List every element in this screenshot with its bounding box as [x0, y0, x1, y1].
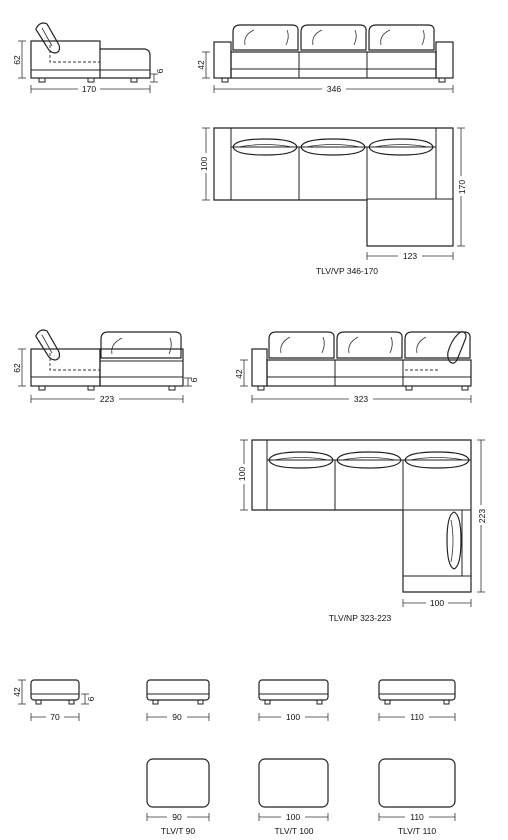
model1-side-height-label: 62	[12, 55, 22, 65]
footstool-90-plan-width-label: 90	[172, 812, 182, 822]
model2-front-view: 42 323	[234, 331, 472, 404]
footstool-100-name: TLV/T 100	[275, 826, 314, 836]
model2-side-width-label: 223	[100, 394, 114, 404]
footstool-100-front-width-label: 100	[286, 712, 300, 722]
model2-front-width-label: 323	[354, 394, 368, 404]
footstool-110-front-width-label: 110	[410, 712, 424, 722]
model1-plan-depth-label: 100	[199, 157, 209, 171]
footstool-90-front-width-label: 90	[172, 712, 182, 722]
model1-plan-chaise-label: 123	[403, 251, 417, 261]
model2-plan-chaise-label: 100	[430, 598, 444, 608]
model2-side-view: 62 6 223	[12, 329, 199, 404]
model1-plan-view: 100 170 123	[199, 127, 468, 261]
footstool-90: 90 90 TLV/T 90	[146, 679, 210, 836]
model2-plan-height-label: 223	[477, 509, 487, 523]
footstool-100: 100 100 TLV/T 100	[258, 679, 329, 836]
model1-plan-height-label: 170	[457, 180, 467, 194]
model1-front-view: 42 346	[196, 24, 454, 94]
model2-front-height-label: 42	[234, 369, 244, 379]
footstool-110: 110 110 TLV/T 110	[378, 679, 456, 836]
footstool-110-name: TLV/T 110	[398, 826, 437, 836]
footstool-small-foot-label: 6	[86, 696, 96, 701]
model2-plan-depth-label: 100	[237, 467, 247, 481]
model1-name: TLV/VP 346-170	[316, 266, 378, 276]
model1-front-width-label: 346	[327, 84, 341, 94]
model1-front-height-label: 42	[196, 60, 206, 70]
model2-foot-height-label: 6	[189, 377, 199, 382]
footstool-small: 42 6 70	[12, 679, 96, 722]
footstool-small-height-label: 42	[12, 687, 22, 697]
model1-side-view: 62 6 170	[12, 22, 165, 94]
model1-foot-height-label: 6	[155, 68, 165, 73]
model2-plan-view: 100 223 100	[237, 439, 488, 608]
model2-name: TLV/NP 323-223	[329, 613, 392, 623]
model1-side-width-label: 170	[82, 84, 96, 94]
footstool-110-plan-width-label: 110	[410, 812, 424, 822]
footstool-100-plan-width-label: 100	[286, 812, 300, 822]
footstool-90-name: TLV/T 90	[161, 826, 195, 836]
footstool-small-width-label: 70	[50, 712, 60, 722]
model2-side-height-label: 62	[12, 363, 22, 373]
